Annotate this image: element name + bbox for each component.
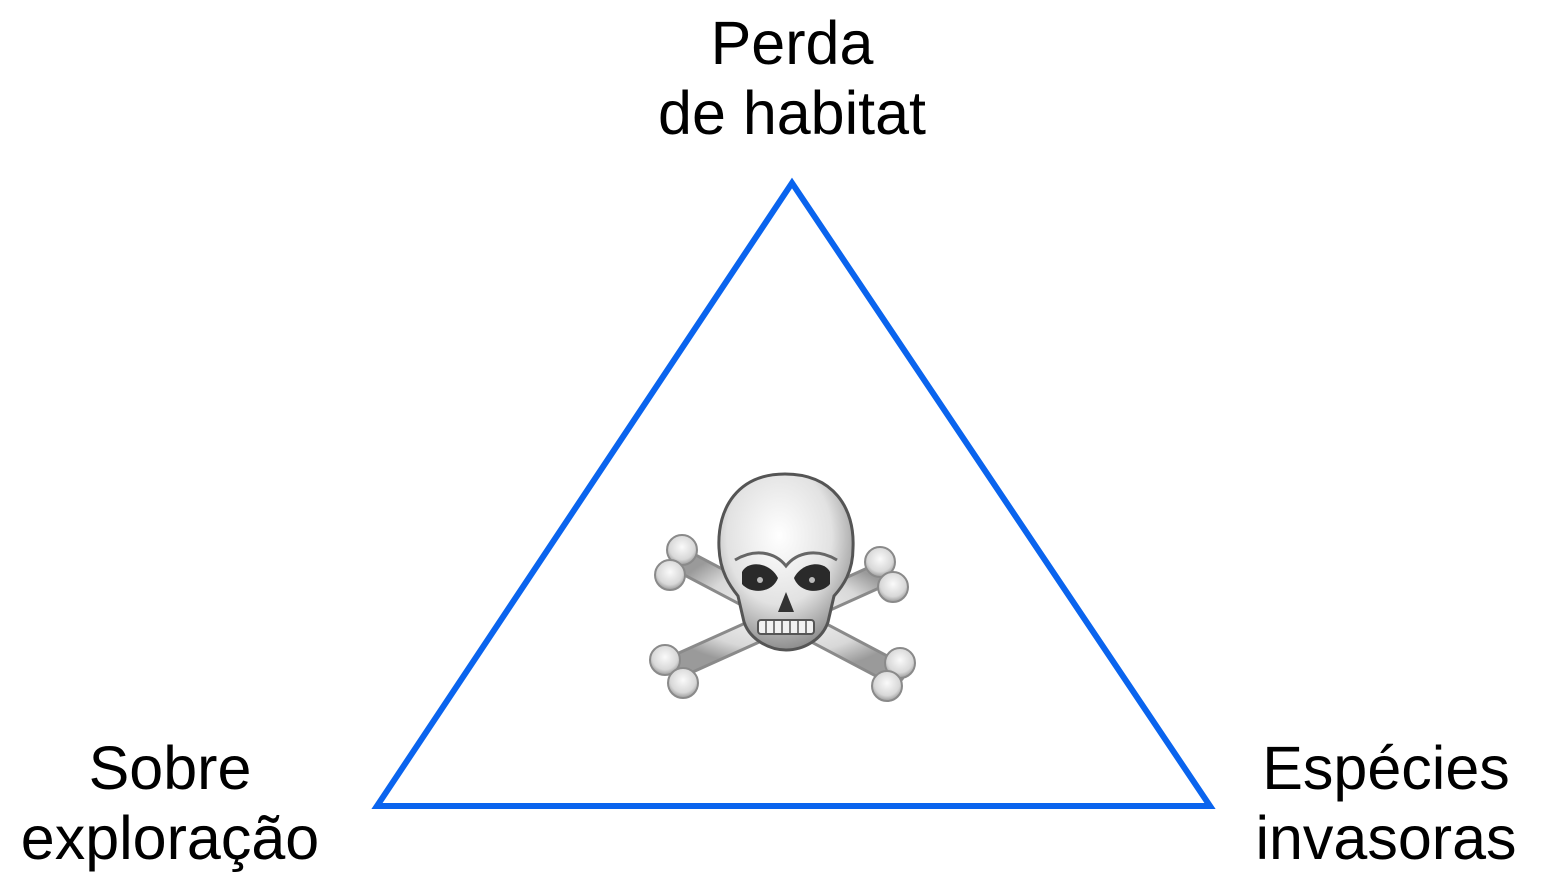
node-left-line1: Sobre (88, 734, 252, 802)
skull-and-crossbones-icon (649, 472, 916, 702)
node-left-line2: exploração (20, 804, 320, 872)
node-sobre-exploracao: Sobre exploração (0, 733, 340, 873)
node-right-line2: invasoras (1255, 804, 1517, 872)
node-right-line1: Espécies (1262, 734, 1510, 802)
node-top-line2: de habitat (658, 79, 926, 147)
node-especies-invasoras: Espécies invasoras (1230, 733, 1542, 873)
node-perda-de-habitat: Perda de habitat (592, 8, 992, 148)
node-top-line1: Perda (710, 9, 874, 77)
threat-triangle (371, 177, 1216, 809)
